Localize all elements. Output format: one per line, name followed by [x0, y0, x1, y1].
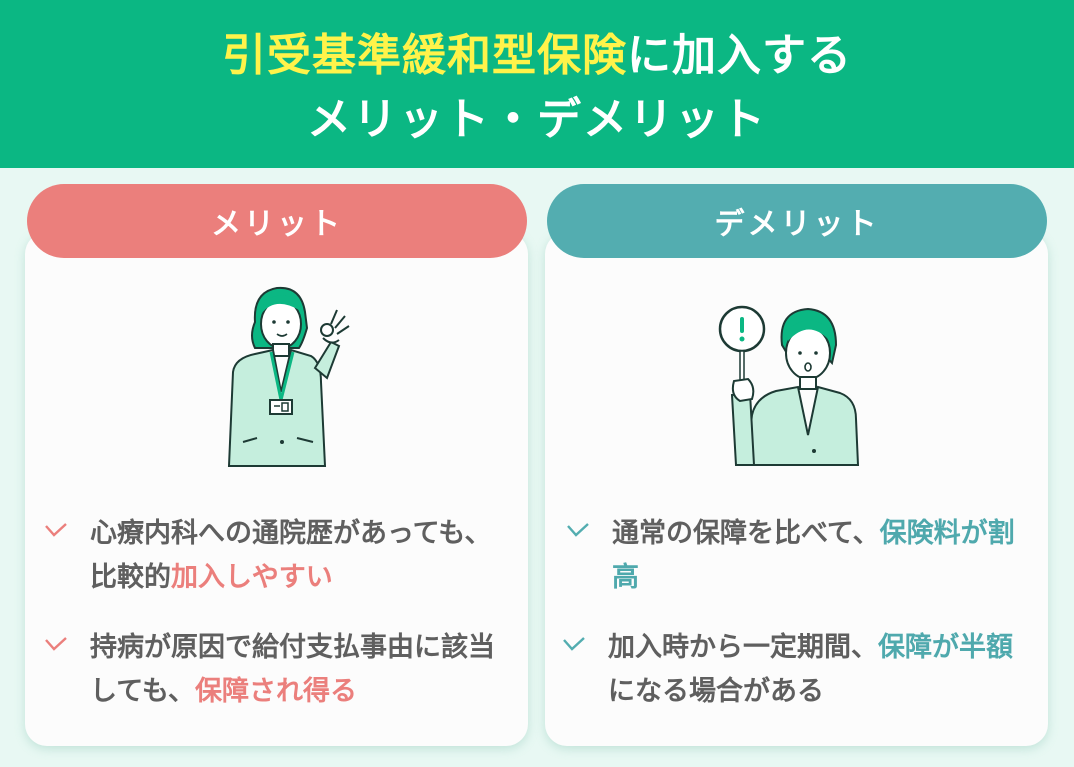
page-title: 引受基準緩和型保険に加入する	[0, 28, 1074, 84]
check-icon	[562, 626, 590, 670]
title-highlight: 引受基準緩和型保険	[222, 30, 627, 81]
demerit-label-pill: デメリット	[547, 184, 1047, 258]
demerit-item-text: 通常の保障を比べて、保険料が割高	[612, 518, 1015, 593]
demerit-item: 加入時から一定期間、保障が半額になる場合がある	[562, 626, 1028, 714]
merit-item: 持病が原因で給付支払事由に該当しても、保障され得る	[44, 626, 510, 714]
title-rest: に加入する	[627, 30, 852, 81]
check-icon	[566, 512, 594, 556]
header-banner: 引受基準緩和型保険に加入する メリット・デメリット	[0, 0, 1074, 168]
merit-label-pill: メリット	[27, 184, 527, 258]
merit-item: 心療内科への通院歴があっても、比較的加入しやすい	[44, 512, 510, 600]
demerit-item: 通常の保障を比べて、保険料が割高	[566, 512, 1032, 600]
demerit-item-text: 加入時から一定期間、保障が半額になる場合がある	[608, 632, 1013, 707]
check-icon	[44, 626, 72, 670]
woman-ok-gesture-illustration	[215, 282, 355, 470]
page-subtitle: メリット・デメリット	[307, 94, 767, 145]
woman-exclamation-sign-illustration	[712, 295, 872, 467]
check-icon	[44, 512, 72, 556]
merit-item-text: 持病が原因で給付支払事由に該当しても、保障され得る	[90, 632, 495, 707]
merit-item-text: 心療内科への通院歴があっても、比較的加入しやすい	[90, 518, 492, 593]
